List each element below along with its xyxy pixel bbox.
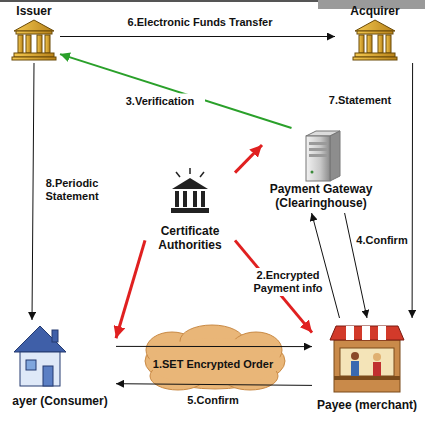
step-label: 2.Encrypted Payment info (251, 268, 325, 296)
bank-node: Issuer (8, 4, 60, 63)
node-label: Certificate Authorities (145, 224, 235, 252)
flow-arrow (116, 346, 312, 347)
node-label: Payee (merchant) (312, 398, 422, 412)
flow-arrow (345, 213, 367, 318)
flow-arrow (116, 384, 312, 386)
gateway-node: Payment Gateway (Clearinghouse) (262, 128, 380, 213)
shop-icon (330, 326, 404, 392)
flow-arrow (60, 54, 292, 128)
step-label: 8.Periodic Statement (40, 176, 104, 204)
consumer-node: ayer (Consumer) (4, 320, 116, 411)
server-icon (306, 131, 340, 181)
flow-arrow (312, 213, 340, 318)
step-label: 6.Electronic Funds Transfer (115, 15, 285, 30)
merchant-node: Payee (merchant) (312, 318, 422, 415)
bank-icon (12, 20, 56, 60)
step-label: 3.Verification (115, 94, 205, 109)
flow-arrow (60, 36, 335, 37)
authority-node: Certificate Authorities (145, 158, 235, 255)
node-label: Payment Gateway (Clearinghouse) (262, 182, 380, 210)
flow-arrow (412, 63, 414, 318)
step-label: 4.Confirm (354, 233, 410, 248)
step-label: 7.Statement (322, 93, 398, 108)
network-cloud (145, 325, 285, 390)
node-label: Acquirer (335, 4, 415, 18)
flow-arrow (32, 63, 34, 320)
flow-arrow (235, 145, 262, 173)
bank-icon (353, 20, 397, 60)
node-label: Issuer (8, 4, 60, 18)
flow-arrow (116, 240, 145, 338)
house-icon (14, 326, 66, 386)
node-label: ayer (Consumer) (4, 394, 116, 408)
step-label: 5.Confirm (178, 393, 248, 408)
authority-icon (171, 168, 209, 213)
connector-group (32, 37, 413, 386)
step-label: 1.SET Encrypted Order (147, 357, 279, 372)
bank-node: Acquirer (335, 4, 415, 63)
